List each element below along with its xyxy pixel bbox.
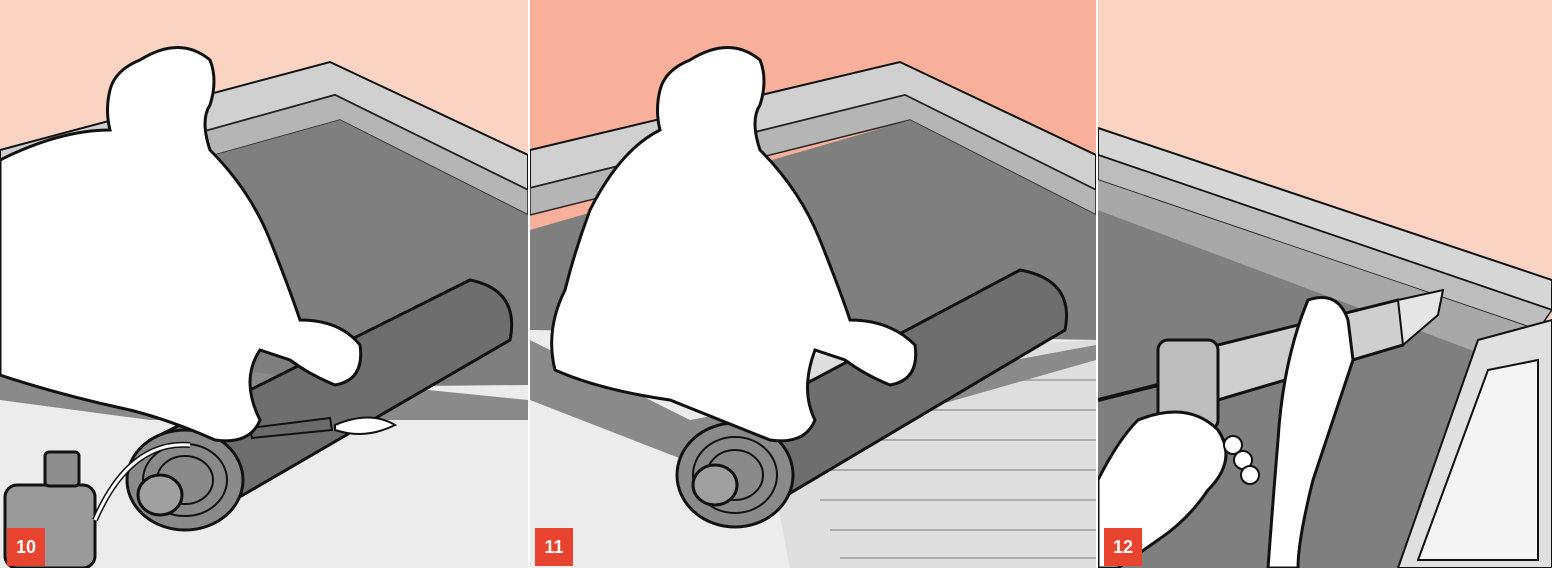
step-panel-10: 10	[0, 0, 528, 568]
scene-sealing-edge	[1098, 0, 1552, 568]
step-number-badge: 12	[1104, 528, 1142, 566]
step-number-badge: 11	[535, 528, 573, 566]
scene-torching-roll	[0, 0, 528, 568]
step-panel-12: 12	[1098, 0, 1552, 568]
scene-rolling-membrane	[530, 0, 1096, 568]
roll-core	[693, 465, 737, 505]
step-panel-11: 11	[530, 0, 1096, 568]
roll-core	[138, 475, 182, 515]
step-number-badge: 10	[7, 528, 45, 566]
